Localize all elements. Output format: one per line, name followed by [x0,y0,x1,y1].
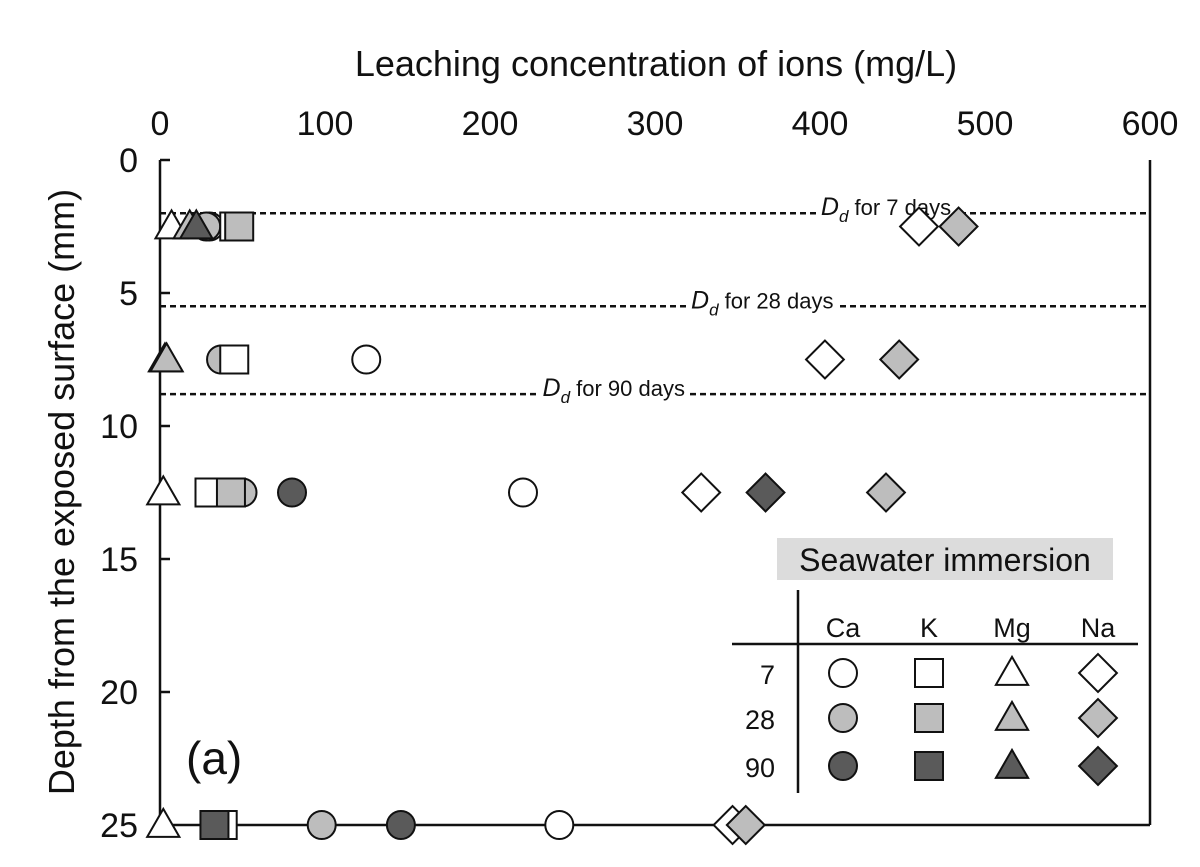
legend-marker-k-7 [914,658,944,688]
data-point-na-7-0 [898,206,940,247]
legend-marker-na-90 [1077,745,1119,787]
data-point-ca-28-3 [306,810,337,840]
x-tick-label-600: 600 [1122,105,1179,143]
y-tick-label-20: 20 [100,674,138,712]
x-tick-label-300: 300 [627,105,684,143]
data-point-k-7-1 [219,344,250,375]
legend-marker-mg-90 [994,747,1030,779]
legend-title-background [777,538,1113,580]
legend-column-k: K [920,613,938,643]
x-tick-label-500: 500 [957,105,1014,143]
legend: Seawater immersion Ca K Mg Na 7 28 90 [732,538,1138,793]
x-tick-label-200: 200 [462,105,519,143]
data-point-k-90-0 [199,810,230,840]
data-point-ca-90-0 [277,477,307,508]
legend-column-ca: Ca [826,613,861,643]
legend-marker-k-28 [914,703,944,733]
legend-row-28: 28 [745,705,775,735]
data-point-na-7-2 [680,472,722,513]
legend-marker-ca-7 [828,658,858,688]
legend-title: Seawater immersion [799,542,1091,578]
legend-marker-ca-28 [828,703,858,733]
depth-line-label-2: Dd for 90 days [543,374,685,407]
legend-marker-mg-28 [994,699,1030,731]
legend-marker-mg-7 [994,654,1030,686]
y-tick-label-0: 0 [119,142,138,180]
data-point-ca-7-2 [508,477,538,508]
x-tick-label-400: 400 [792,105,849,143]
x-axis-title: Leaching concentration of ions (mg/L) [355,43,957,84]
legend-marker-ca-90 [828,751,858,781]
x-tick-label-100: 100 [297,105,354,143]
depth-line-label-bg-1 [687,284,838,322]
data-point-na-28-3 [725,804,767,846]
legend-row-7: 7 [760,660,775,690]
data-point-na-28-0 [938,206,979,247]
data-point-na-90-0 [745,472,786,513]
data-point-na-7-1 [804,339,846,380]
data-point-ca-90-1 [385,810,416,840]
data-point-mg-90-0 [178,208,215,240]
legend-column-mg: Mg [993,613,1031,643]
depth-line-label-bg-2 [538,372,689,410]
data-point-na-28-1 [878,339,920,380]
y-tick-label-10: 10 [100,408,138,446]
legend-column-na: Na [1081,613,1116,643]
legend-marker-na-7 [1077,652,1119,694]
data-point-ca-7-3 [544,810,575,840]
data-point-k-28-0 [224,211,255,242]
legend-marker-k-90 [914,751,944,781]
y-axis-title: Depth from the exposed surface (mm) [41,189,82,795]
data-point-k-28-1 [215,477,246,508]
data-point-na-28-2 [865,472,907,513]
data-point-ca-7-1 [351,344,382,375]
x-tick-label-0: 0 [151,105,170,143]
data-point-mg-7-3 [145,806,182,838]
y-tick-label-5: 5 [119,275,138,313]
panel-label: (a) [186,732,242,784]
y-tick-label-15: 15 [100,541,138,579]
legend-row-90: 90 [745,753,775,783]
y-tick-label-25: 25 [100,807,138,845]
data-point-mg-28-1 [148,341,185,373]
depth-line-label-0: Dd for 7 days [821,193,951,226]
data-point-mg-7-2 [145,474,182,506]
depth-line-label-1: Dd for 28 days [691,286,833,319]
legend-marker-na-28 [1077,697,1119,739]
